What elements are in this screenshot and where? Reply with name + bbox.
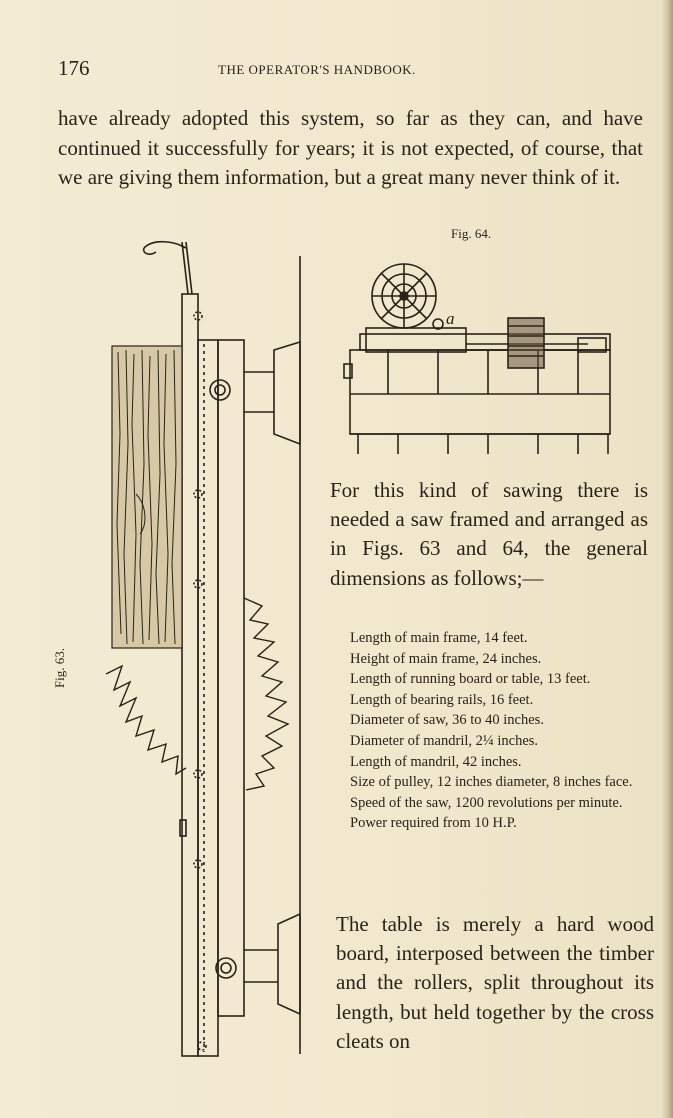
list-item: Size of pulley, 12 inches diameter, 8 in…: [350, 774, 633, 791]
page-edge-shadow: [661, 0, 673, 1118]
list-item: Diameter of mandril, 2¼ inches.: [350, 732, 539, 749]
running-head: THE OPERATOR'S HANDBOOK.: [218, 62, 416, 77]
list-item: Speed of the saw, 1200 revolutions per m…: [350, 794, 623, 811]
dimensions-list: Length of main frame, 14 feet. Height of…: [350, 628, 652, 834]
fig64-illustration: a: [343, 263, 611, 454]
paragraph-top: have already adopted this system, so far…: [58, 106, 643, 189]
paragraph-bottom: The table is merely a hard wood board, i…: [336, 912, 654, 1053]
list-item: Length of running board or table, 13 fee…: [350, 671, 591, 688]
list-item: Power required from 10 H.P.: [350, 815, 517, 832]
list-item: Length of bearing rails, 16 feet.: [350, 691, 534, 708]
list-item: Length of main frame, 14 feet.: [350, 630, 528, 646]
fig64-caption: Fig. 64.: [451, 226, 492, 241]
list-item: Height of main frame, 24 inches.: [350, 650, 542, 667]
fig63-caption: Fig. 63.: [52, 647, 68, 689]
fig64-part-letter: a: [446, 309, 455, 328]
paragraph-middle: For this kind of sawing there is needed …: [330, 478, 648, 590]
fig63-illustration: [105, 240, 301, 1057]
list-item: Length of mandril, 42 inches.: [350, 753, 522, 770]
page-number: 176: [58, 56, 90, 80]
list-item: Diameter of saw, 36 to 40 inches.: [350, 712, 544, 729]
